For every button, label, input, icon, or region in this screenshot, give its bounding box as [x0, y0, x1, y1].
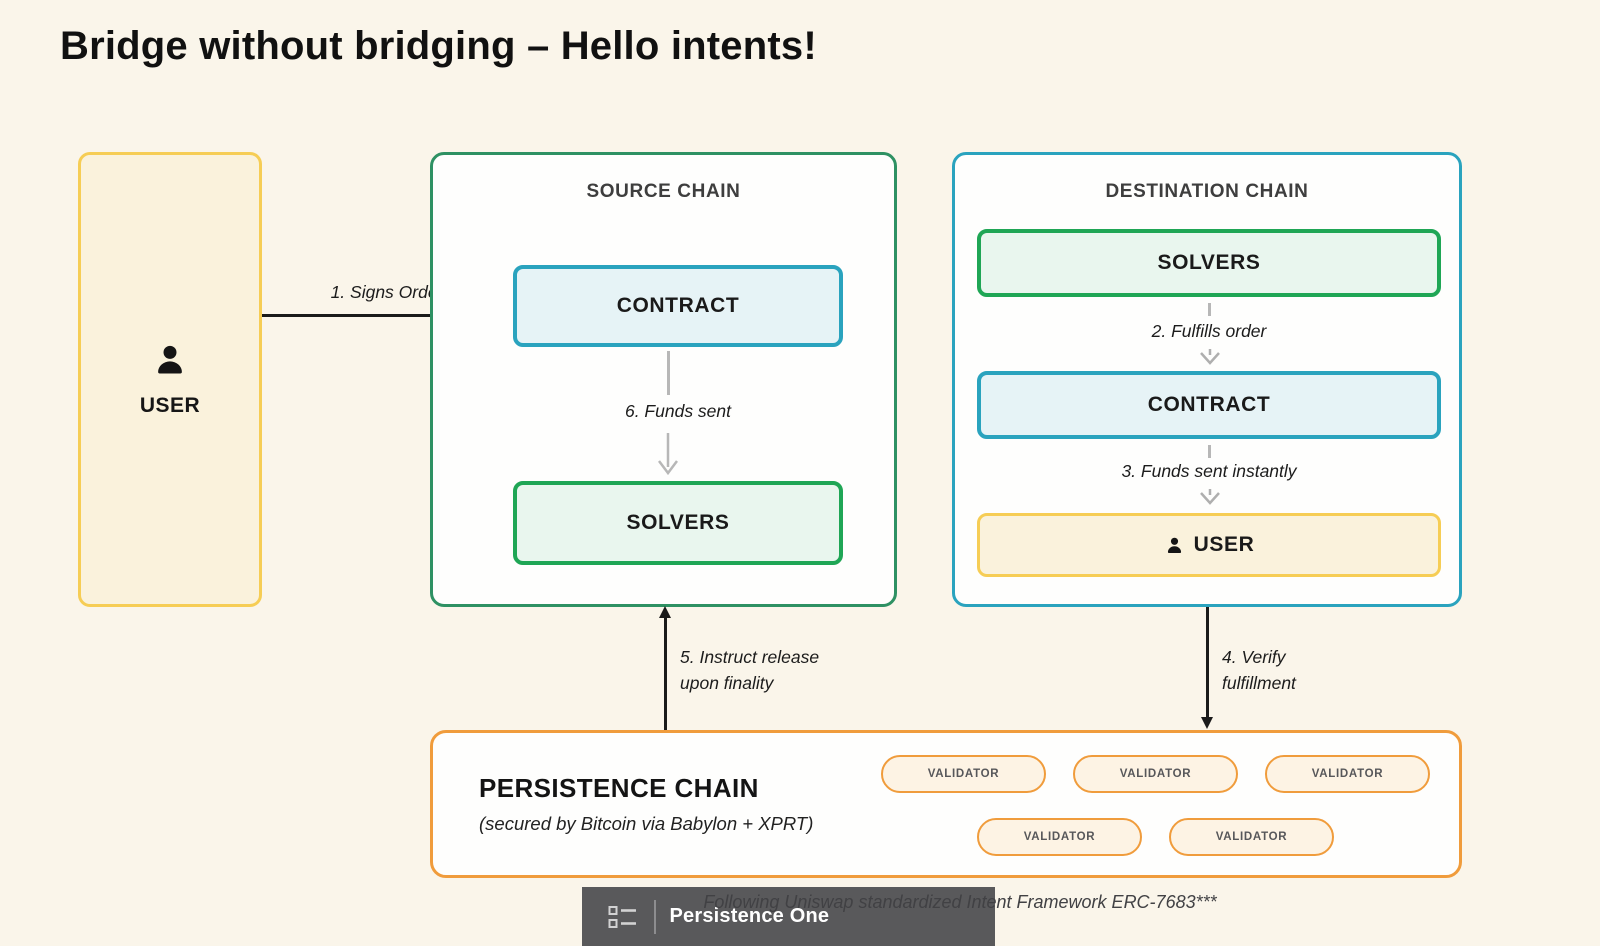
footer-bar: Persistence One	[582, 887, 995, 946]
destination-solvers-label: SOLVERS	[1157, 251, 1261, 274]
funds-instant-dash	[1208, 445, 1211, 458]
source-chain-title: SOURCE CHAIN	[586, 181, 741, 202]
validator-pill: VALIDATOR	[1265, 755, 1430, 793]
source-chain-box: SOURCE CHAIN CONTRACT 6. Funds sent SOLV…	[430, 152, 897, 607]
footer-divider	[654, 899, 656, 934]
arrow-instruct-release-head	[659, 606, 671, 618]
user-panel: USER	[78, 152, 262, 607]
step5-line1: 5. Instruct release	[680, 647, 820, 667]
person-icon-small	[1164, 535, 1185, 556]
persistence-one-logo-icon	[608, 905, 638, 929]
page-title: Bridge without bridging – Hello intents!	[60, 24, 817, 68]
step2-label: 2. Fulfills order	[1151, 321, 1267, 341]
fulfills-dash	[1208, 303, 1211, 316]
destination-contract-node: CONTRACT	[977, 371, 1441, 439]
persistence-chain-box: PERSISTENCE CHAIN (secured by Bitcoin vi…	[430, 730, 1462, 878]
person-icon	[151, 341, 189, 384]
step1-label: 1. Signs Order	[330, 282, 444, 302]
arrow-instruct-release	[664, 616, 667, 730]
funds-sent-line	[667, 351, 670, 395]
brand-name: Persistence One	[669, 905, 830, 927]
funds-instant-arrow	[1200, 489, 1220, 505]
user-label: USER	[139, 394, 201, 417]
destination-user-node: USER	[977, 513, 1441, 577]
arrow-signs-order	[262, 314, 503, 317]
source-contract-label: CONTRACT	[616, 294, 740, 317]
arrow-verify-fulfillment	[1206, 607, 1209, 720]
step4-label: 4. Verify fulfillment	[1222, 644, 1296, 696]
destination-user-label: USER	[1193, 533, 1255, 556]
destination-chain-title: DESTINATION CHAIN	[1105, 181, 1309, 202]
source-solvers-label: SOLVERS	[626, 511, 730, 534]
step4-line2: fulfillment	[1222, 673, 1296, 693]
validator-pill: VALIDATOR	[881, 755, 1046, 793]
step6-label: 6. Funds sent	[624, 401, 732, 421]
validator-pill: VALIDATOR	[977, 818, 1142, 856]
step4-line1: 4. Verify	[1222, 647, 1286, 667]
destination-contract-label: CONTRACT	[1147, 393, 1271, 416]
step5-line2: upon finality	[680, 673, 774, 693]
source-solvers-node: SOLVERS	[513, 481, 843, 565]
step3-label: 3. Funds sent instantly	[1121, 461, 1297, 481]
footer-note: Following Uniswap standardized Intent Fr…	[703, 892, 1217, 912]
arrow-verify-fulfillment-head	[1201, 717, 1213, 729]
destination-chain-box: DESTINATION CHAIN SOLVERS 2. Fulfills or…	[952, 152, 1462, 607]
destination-solvers-node: SOLVERS	[977, 229, 1441, 297]
funds-sent-arrow	[658, 433, 678, 476]
validator-pill: VALIDATOR	[1073, 755, 1238, 793]
fulfills-arrow	[1200, 349, 1220, 365]
persistence-chain-title: PERSISTENCE CHAIN	[479, 773, 759, 803]
validator-pill: VALIDATOR	[1169, 818, 1334, 856]
persistence-chain-subtitle: (secured by Bitcoin via Babylon + XPRT)	[479, 813, 814, 834]
step5-label: 5. Instruct release upon finality	[680, 644, 819, 696]
source-contract-node: CONTRACT	[513, 265, 843, 347]
